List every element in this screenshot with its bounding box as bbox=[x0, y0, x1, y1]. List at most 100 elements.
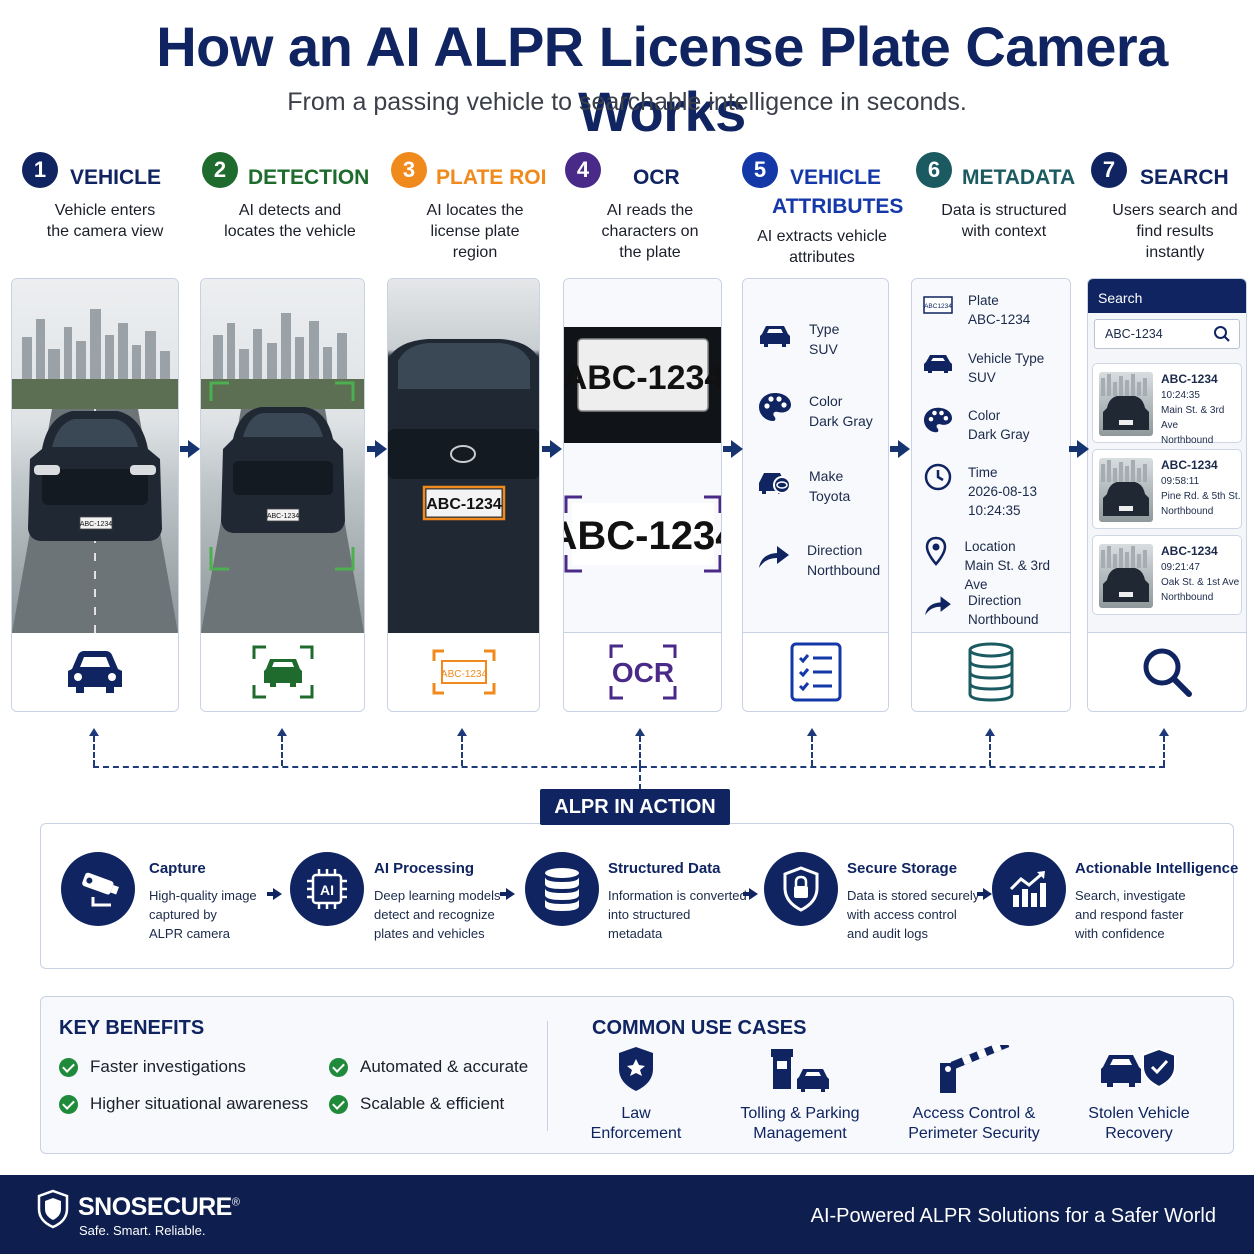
step-number: 1 bbox=[22, 152, 58, 188]
desc-line: with access control bbox=[847, 907, 957, 922]
desc-line: with confidence bbox=[1075, 926, 1165, 941]
search-icon[interactable] bbox=[1213, 325, 1231, 348]
use-case-label: Enforcement bbox=[590, 1125, 682, 1142]
plate-roi-icon: ABC-1234 bbox=[432, 649, 495, 695]
brand-text: SNOSECURE bbox=[78, 1193, 232, 1221]
metadata-label: Vehicle Type bbox=[968, 351, 1045, 366]
connector-arrow-icon bbox=[277, 728, 287, 766]
metadata-value: Dark Gray bbox=[968, 427, 1030, 442]
result-thumbnail bbox=[1099, 458, 1153, 522]
detection-card: ABC-1234 bbox=[200, 278, 365, 712]
step-arrow-icon bbox=[500, 888, 515, 900]
attribute-label: Direction bbox=[807, 542, 863, 558]
ocr-photo: ABC-1234 ABC-1234 bbox=[564, 279, 721, 633]
use-case-label: Stolen Vehicle bbox=[1088, 1105, 1190, 1122]
flow-arrow-icon bbox=[890, 440, 910, 458]
arrow-turn-icon bbox=[757, 540, 791, 572]
step-title: METADATA bbox=[962, 166, 1076, 189]
step-title: OCR bbox=[633, 166, 680, 189]
metadata-value: 2026-08-13 bbox=[968, 484, 1038, 499]
desc-line: ALPR camera bbox=[149, 926, 230, 941]
result-location: Pine Rd. & 5th St. bbox=[1161, 491, 1241, 502]
desc-line: AI locates the bbox=[426, 202, 524, 219]
car-detection-icon bbox=[252, 645, 313, 699]
step-4-description: AI reads the characters on the plate bbox=[565, 200, 735, 263]
result-time: 10:24:35 bbox=[1161, 390, 1200, 401]
ocr-icon: OCR bbox=[609, 644, 676, 700]
step-1-description: Vehicle enters the camera view bbox=[20, 200, 190, 242]
benefit-item: Faster investigations bbox=[59, 1057, 246, 1077]
step-title: SEARCH bbox=[1140, 166, 1229, 189]
desc-line: characters on bbox=[601, 223, 699, 240]
step-title: VEHICLE bbox=[790, 166, 882, 189]
benefits-panel: KEY BENEFITS Faster investigations Autom… bbox=[40, 996, 1234, 1154]
search-header: Search bbox=[1088, 279, 1246, 313]
flow-arrow-icon bbox=[367, 440, 387, 458]
benefit-label: Automated & accurate bbox=[360, 1057, 529, 1076]
step-arrow-icon bbox=[743, 888, 758, 900]
desc-line: AI reads the bbox=[606, 202, 694, 219]
action-title: AI Processing bbox=[374, 860, 475, 877]
use-case-label: Law bbox=[621, 1105, 651, 1122]
step-number: 5 bbox=[742, 152, 778, 188]
result-time: 09:58:11 bbox=[1161, 476, 1200, 487]
step-3-description: AI locates the license plate region bbox=[390, 200, 560, 263]
registered-mark: ® bbox=[231, 1196, 240, 1209]
connector-arrow-icon bbox=[1159, 728, 1169, 766]
metadata-value-time: 10:24:35 bbox=[968, 503, 1021, 518]
flow-arrow-icon bbox=[723, 440, 743, 458]
benefit-label: Higher situational awareness bbox=[90, 1094, 309, 1113]
desc-line: AI extracts vehicle bbox=[757, 228, 887, 245]
connector-line bbox=[93, 766, 1165, 768]
use-case-label: Recovery bbox=[1105, 1125, 1173, 1142]
search-input[interactable]: ABC-1234 bbox=[1094, 319, 1240, 349]
metadata-label: Time bbox=[968, 465, 998, 480]
desc-line: into structured bbox=[608, 907, 691, 922]
result-plate: ABC-1234 bbox=[1161, 458, 1218, 472]
ai-chip-icon: AI bbox=[290, 852, 364, 926]
footer-slogan: AI-Powered ALPR Solutions for a Safer Wo… bbox=[810, 1205, 1216, 1227]
flow-arrow-icon bbox=[180, 440, 200, 458]
plate-text: ABC-1234 bbox=[80, 521, 112, 528]
result-thumbnail bbox=[1099, 544, 1153, 608]
step-number: 6 bbox=[916, 152, 952, 188]
action-title: Actionable Intelligence bbox=[1075, 860, 1239, 877]
camera-icon bbox=[61, 852, 135, 926]
result-location: Oak St. & 1st Ave bbox=[1161, 577, 1240, 588]
database-icon bbox=[968, 642, 1014, 702]
desc-line: license plate bbox=[430, 223, 520, 240]
chart-icon bbox=[992, 852, 1066, 926]
action-title: Structured Data bbox=[608, 860, 721, 877]
palette-icon bbox=[922, 406, 954, 434]
plate-roi-photo: ABC-1234 bbox=[388, 279, 539, 633]
desc-line: High-quality image bbox=[149, 888, 257, 903]
use-case-label: Tolling & Parking bbox=[740, 1105, 860, 1122]
step-7-description: Users search and find results instantly bbox=[1098, 200, 1252, 263]
desc-line: Deep learning models bbox=[374, 888, 501, 903]
connector-arrow-icon bbox=[635, 728, 645, 766]
metadata-value: SUV bbox=[968, 370, 996, 385]
attribute-label: Color bbox=[809, 393, 843, 409]
desc-line: plates and vehicles bbox=[374, 926, 485, 941]
detection-icon-area bbox=[201, 633, 364, 711]
use-case-label: Management bbox=[753, 1125, 847, 1142]
result-plate: ABC-1234 bbox=[1161, 372, 1218, 386]
desc-line: Data is structured bbox=[941, 202, 1067, 219]
action-title: Capture bbox=[149, 860, 206, 877]
check-icon bbox=[59, 1057, 78, 1077]
flow-arrow-icon bbox=[542, 440, 562, 458]
plate-roi-icon-area: ABC-1234 bbox=[388, 633, 539, 711]
step-arrow-icon bbox=[977, 888, 992, 900]
result-time: 09:21:47 bbox=[1161, 562, 1200, 573]
metadata-value: ABC-1234 bbox=[968, 312, 1031, 327]
